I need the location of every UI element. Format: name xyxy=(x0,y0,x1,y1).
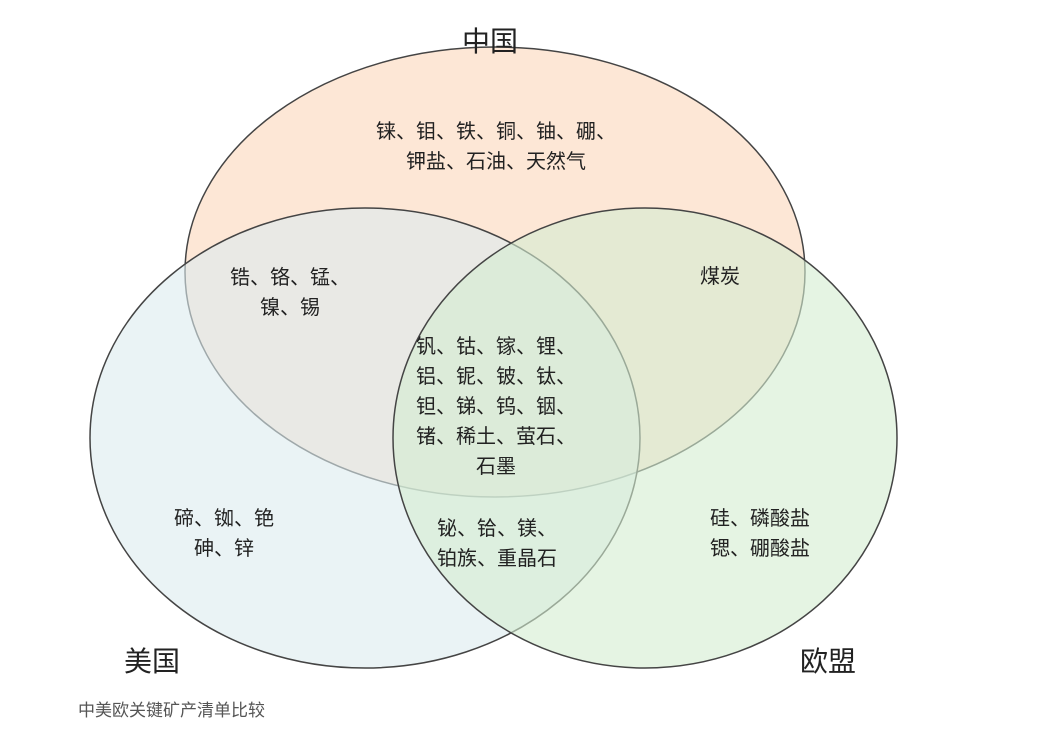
region-usa-eu: 铋、铪、镁、铂族、重晶石 xyxy=(437,513,557,573)
region-china-eu: 煤炭 xyxy=(700,261,740,291)
region-line: 钽、锑、钨、铟、 xyxy=(416,394,576,418)
region-line: 镍、锡 xyxy=(260,295,320,319)
region-line: 钾盐、石油、天然气 xyxy=(406,149,586,173)
region-line: 砷、锌 xyxy=(194,536,254,560)
region-line: 铋、铪、镁、 xyxy=(437,516,557,540)
region-line: 锗、稀土、萤石、 xyxy=(416,424,576,448)
region-line: 石墨 xyxy=(476,454,516,478)
region-china-usa: 锆、铬、锰、镍、锡 xyxy=(230,262,350,322)
china-label: 中国 xyxy=(461,25,519,58)
eu-circle xyxy=(392,207,898,669)
region-line: 碲、铷、铯 xyxy=(174,506,274,530)
region-line: 锆、铬、锰、 xyxy=(230,265,350,289)
region-usa-only: 碲、铷、铯砷、锌 xyxy=(174,503,274,563)
region-line: 锶、硼酸盐 xyxy=(710,536,810,560)
region-line: 煤炭 xyxy=(700,264,740,288)
region-line: 铝、铌、铍、钛、 xyxy=(416,364,576,388)
figure-caption: 中美欧关键矿产清单比较 xyxy=(78,701,265,721)
region-line: 钒、钴、镓、锂、 xyxy=(416,334,576,358)
eu-label: 欧盟 xyxy=(799,645,857,678)
region-line: 硅、磷酸盐 xyxy=(710,506,810,530)
region-all-three: 钒、钴、镓、锂、铝、铌、铍、钛、钽、锑、钨、铟、锗、稀土、萤石、石墨 xyxy=(416,331,576,481)
region-china-only: 铼、钼、铁、铜、铀、硼、钾盐、石油、天然气 xyxy=(376,116,616,176)
region-line: 铂族、重晶石 xyxy=(437,546,557,570)
region-eu-only: 硅、磷酸盐锶、硼酸盐 xyxy=(710,503,810,563)
usa-label: 美国 xyxy=(123,645,181,678)
region-line: 铼、钼、铁、铜、铀、硼、 xyxy=(376,119,616,143)
